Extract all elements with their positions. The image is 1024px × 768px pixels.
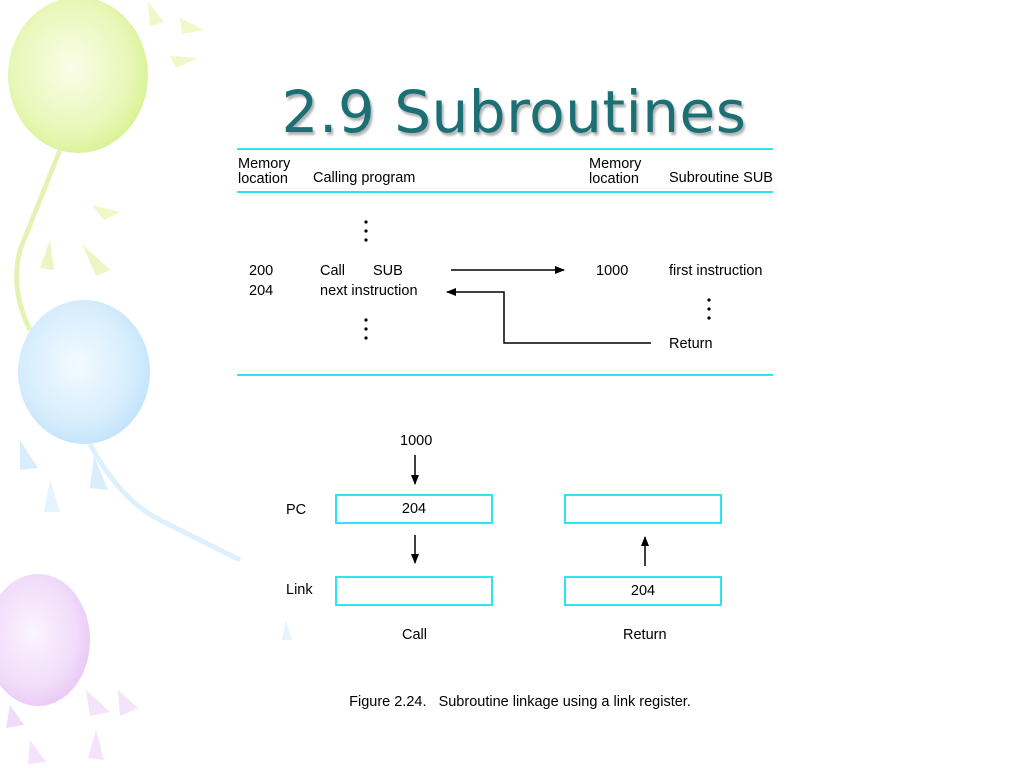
link-register-return: 204 — [564, 576, 722, 606]
ellipsis-bottom — [364, 318, 368, 340]
header-memory-location-left: Memory location — [238, 157, 290, 187]
subroutine-return: Return — [669, 336, 713, 352]
purple-balloon — [0, 574, 90, 706]
subroutine-first-instruction: first instruction — [669, 263, 763, 279]
calling-instruction-next: next instruction — [320, 283, 418, 299]
call-caption: Call — [402, 627, 427, 643]
pc-register-return — [564, 494, 722, 524]
pc-label: PC — [286, 502, 307, 518]
page-title: 2.9 Subroutines — [281, 78, 747, 146]
header-text: Memory — [589, 156, 642, 172]
figure-caption: Figure 2.24. Subroutine linkage using a … — [349, 694, 691, 710]
blue-balloon — [18, 300, 150, 444]
input-address-label: 1000 — [400, 433, 433, 449]
pc-register-call: 204 — [335, 494, 493, 524]
return-arrow — [446, 288, 651, 344]
link-register-call — [335, 576, 493, 606]
calling-location-200: 200 — [249, 263, 274, 279]
ellipsis-top — [364, 220, 368, 242]
ellipsis-subroutine — [707, 298, 711, 320]
calling-instruction-call: Call — [320, 263, 345, 279]
header-text: location — [589, 171, 639, 187]
return-caption: Return — [623, 627, 667, 643]
balloon-decoration — [0, 0, 292, 764]
green-balloon — [8, 0, 148, 153]
header-text: location — [238, 171, 288, 187]
calling-operand-sub: SUB — [373, 263, 403, 279]
header-text: Memory — [238, 156, 291, 172]
header-memory-location-right: Memory location — [589, 157, 641, 187]
link-label: Link — [286, 582, 313, 598]
header-calling-program: Calling program — [313, 170, 416, 186]
header-subroutine-sub: Subroutine SUB — [669, 170, 773, 186]
calling-location-204: 204 — [249, 283, 274, 299]
subroutine-location-1000: 1000 — [596, 263, 629, 279]
